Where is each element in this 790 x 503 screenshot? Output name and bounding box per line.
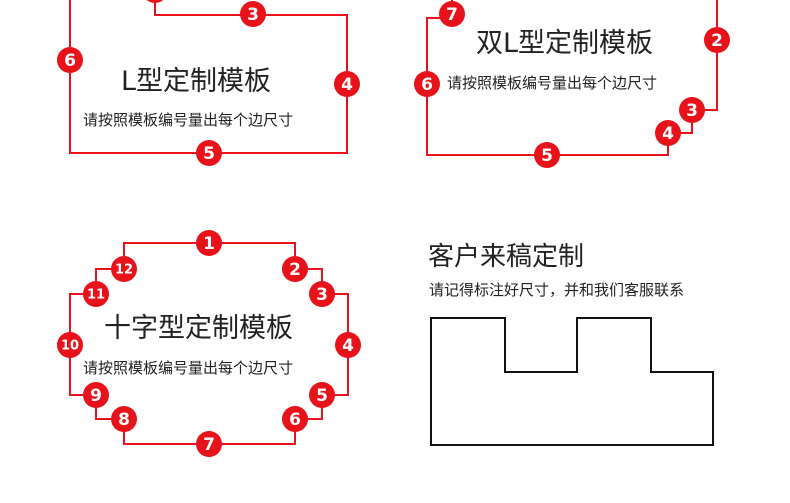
marker-partial-top xyxy=(146,0,164,3)
l-template-subtitle: 请按照模板编号量出每个边尺寸 xyxy=(83,111,294,129)
marker-circle xyxy=(534,142,560,168)
marker-label: 6 xyxy=(421,75,433,95)
marker-circle xyxy=(240,1,266,27)
marker-circle xyxy=(196,431,222,457)
marker-cross-3: 3 xyxy=(309,281,335,307)
marker-circle xyxy=(111,256,137,282)
marker-label: 5 xyxy=(203,144,215,164)
marker-l-shape-6: 6 xyxy=(57,47,83,73)
marker-label: 5 xyxy=(541,146,553,166)
marker-label: 6 xyxy=(64,51,76,71)
marker-circle xyxy=(111,406,137,432)
marker-label: 4 xyxy=(662,124,674,144)
custom-drawing-outline xyxy=(430,317,714,446)
marker-label: 7 xyxy=(446,5,458,25)
marker-label: 1 xyxy=(203,234,215,254)
cross-template-subtitle: 请按照模板编号量出每个边尺寸 xyxy=(83,359,294,377)
marker-circle xyxy=(655,120,681,146)
marker-circle xyxy=(309,281,335,307)
marker-l-shape-5: 5 xyxy=(196,140,222,166)
marker-circle xyxy=(57,332,83,358)
marker-label: 8 xyxy=(118,410,130,430)
cross-template-title: 十字型定制模板 xyxy=(104,313,293,344)
marker-cross-5: 5 xyxy=(309,382,335,408)
marker-label: 12 xyxy=(115,263,133,278)
marker-cross-1: 1 xyxy=(196,230,222,256)
marker-cross-8: 8 xyxy=(111,406,137,432)
double-l-template-subtitle: 请按照模板编号量出每个边尺寸 xyxy=(447,74,658,92)
marker-double-l-6: 6 xyxy=(414,71,440,97)
marker-circle xyxy=(282,406,308,432)
marker-cross-6: 6 xyxy=(282,406,308,432)
marker-circle xyxy=(309,382,335,408)
marker-label: 11 xyxy=(87,288,105,303)
marker-label: 2 xyxy=(711,31,723,51)
marker-label: 9 xyxy=(90,386,102,406)
marker-circle xyxy=(196,230,222,256)
marker-circle xyxy=(439,1,465,27)
marker-circle xyxy=(704,27,730,53)
marker-double-l-3: 3 xyxy=(679,97,705,123)
marker-label: 2 xyxy=(289,260,301,280)
double-l-template-title: 双L型定制模板 xyxy=(476,28,654,59)
marker-double-l-2: 2 xyxy=(704,27,730,53)
marker-circle xyxy=(334,71,360,97)
marker-label: 4 xyxy=(342,336,354,356)
custom-subtitle: 请记得标注好尺寸，并和我们客服联系 xyxy=(429,281,685,299)
marker-circle xyxy=(83,281,109,307)
marker-label: 6 xyxy=(289,410,301,430)
marker-label: 3 xyxy=(686,101,698,121)
marker-label: 10 xyxy=(61,339,79,354)
marker-double-l-5: 5 xyxy=(534,142,560,168)
l-template-title: L型定制模板 xyxy=(121,66,272,97)
marker-circle xyxy=(57,47,83,73)
marker-circle xyxy=(414,71,440,97)
marker-cross-12: 12 xyxy=(111,256,137,282)
marker-label: 7 xyxy=(203,435,215,455)
marker-double-l-4: 4 xyxy=(655,120,681,146)
marker-cross-9: 9 xyxy=(83,382,109,408)
marker-l-shape-3: 3 xyxy=(240,1,266,27)
marker-circle xyxy=(335,332,361,358)
marker-circle xyxy=(196,140,222,166)
marker-double-l-7: 7 xyxy=(439,1,465,27)
marker-label: 4 xyxy=(341,75,353,95)
marker-l-shape-4: 4 xyxy=(334,71,360,97)
marker-cross-11: 11 xyxy=(83,281,109,307)
marker-cross-2: 2 xyxy=(282,256,308,282)
marker-cross-7: 7 xyxy=(196,431,222,457)
marker-label: 5 xyxy=(316,386,328,406)
marker-cross-10: 10 xyxy=(57,332,83,358)
marker-label: 3 xyxy=(247,5,259,25)
custom-title: 客户来稿定制 xyxy=(428,242,585,272)
marker-circle xyxy=(679,97,705,123)
marker-circle xyxy=(83,382,109,408)
marker-cross-4: 4 xyxy=(335,332,361,358)
marker-label: 3 xyxy=(316,285,328,305)
marker-circle xyxy=(282,256,308,282)
